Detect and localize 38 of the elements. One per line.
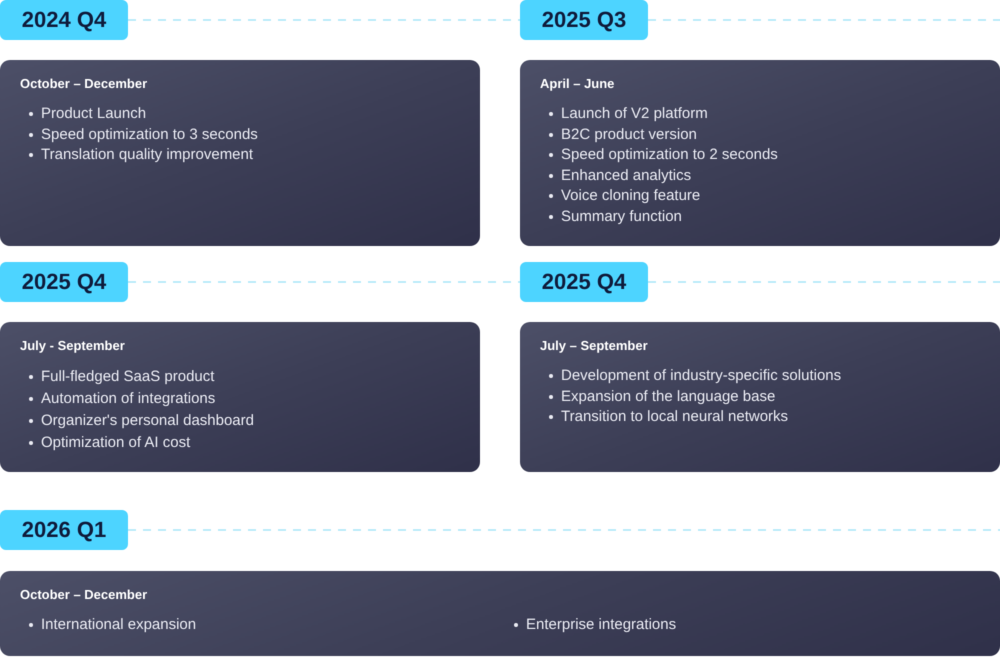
milestone-card bbox=[0, 571, 1000, 656]
bullet-item: Launch of V2 platform bbox=[546, 104, 708, 124]
bullet-item: Expansion of the language base bbox=[546, 386, 776, 407]
period-heading: July - September bbox=[20, 338, 125, 354]
milestone-card bbox=[520, 322, 1000, 472]
period-heading: October – December bbox=[20, 76, 148, 92]
bullet-item: Development of industry-specific solutions bbox=[546, 366, 842, 386]
bullet-item: Organizer's personal dashboard bbox=[26, 410, 254, 432]
timeline-connector bbox=[128, 281, 520, 283]
period-heading: April – June bbox=[540, 76, 614, 92]
period-heading: October – December bbox=[20, 587, 148, 603]
bullet-item: Full-fledged SaaS product bbox=[26, 366, 214, 388]
bullet-item: Speed optimization to 3 seconds bbox=[26, 124, 258, 145]
bullet-item: B2C product version bbox=[546, 124, 697, 145]
bullet-item: Optimization of AI cost bbox=[26, 432, 190, 454]
timeline-connector bbox=[128, 529, 1000, 531]
milestone-card bbox=[0, 322, 480, 472]
bullet-item: Product Launch bbox=[26, 104, 146, 124]
milestone-card bbox=[0, 60, 480, 246]
quarter-tag: 2025 Q4 bbox=[0, 262, 128, 302]
bullet-item: Enterprise integrations bbox=[511, 615, 676, 636]
timeline-connector bbox=[128, 19, 520, 21]
quarter-tag: 2024 Q4 bbox=[0, 0, 128, 40]
bullet-item: Translation quality improvement bbox=[26, 145, 254, 166]
bullet-item: Automation of integrations bbox=[26, 388, 216, 410]
bullet-item: Summary function bbox=[546, 206, 682, 227]
bullet-item: Speed optimization to 2 seconds bbox=[546, 145, 778, 166]
timeline-connector bbox=[648, 19, 1000, 21]
bullet-item: Transition to local neural networks bbox=[546, 407, 788, 428]
quarter-tag: 2026 Q1 bbox=[0, 510, 128, 550]
period-heading: July – September bbox=[540, 338, 648, 354]
timeline-connector bbox=[648, 281, 1000, 283]
quarter-tag: 2025 Q3 bbox=[520, 0, 648, 40]
bullet-item: Enhanced analytics bbox=[546, 166, 692, 186]
bullet-item: Voice cloning feature bbox=[546, 186, 700, 206]
quarter-tag: 2025 Q4 bbox=[520, 262, 648, 302]
bullet-item: International expansion bbox=[26, 615, 196, 636]
milestone-card bbox=[520, 60, 1000, 246]
